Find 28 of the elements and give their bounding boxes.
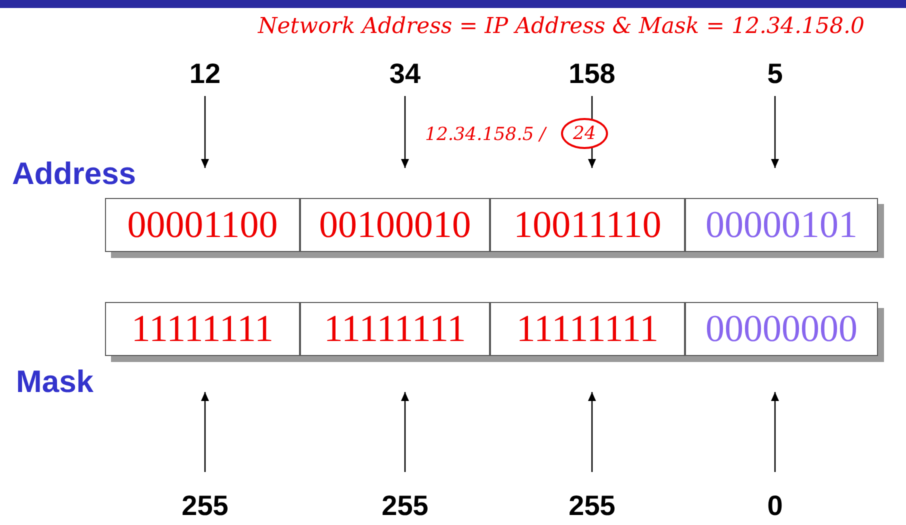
arrow <box>201 392 209 472</box>
binary-cell: 11111111 <box>490 302 685 356</box>
binary-cell: 11111111 <box>105 302 300 356</box>
octet-value: 158 <box>568 58 616 90</box>
octet-value: 255 <box>568 490 616 522</box>
binary-cell: 00100010 <box>300 198 490 252</box>
octet-value: 5 <box>767 58 783 90</box>
octet-value: 12 <box>189 58 221 90</box>
handwritten-note: 12.34.158.5 / <box>425 124 546 145</box>
binary-cell: 11111111 <box>300 302 490 356</box>
arrow <box>588 392 596 472</box>
row-label: Mask <box>16 364 94 400</box>
arrow <box>401 392 409 472</box>
arrow <box>401 96 409 168</box>
row-label: Address <box>12 156 136 192</box>
octet-value: 34 <box>389 58 421 90</box>
binary-cell: 00000101 <box>685 198 878 252</box>
binary-cell: 00000000 <box>685 302 878 356</box>
arrow <box>771 392 779 472</box>
binary-cell: 10011110 <box>490 198 685 252</box>
handwritten-note: Network Address = IP Address & Mask = 12.34.158.0 <box>258 14 864 39</box>
arrow <box>201 96 209 168</box>
octet-value: 255 <box>182 490 228 522</box>
circled-number: 24 <box>561 118 608 149</box>
octet-value: 255 <box>382 490 428 522</box>
octet-value: 0 <box>767 490 783 522</box>
binary-cell: 00001100 <box>105 198 300 252</box>
arrow <box>771 96 779 168</box>
